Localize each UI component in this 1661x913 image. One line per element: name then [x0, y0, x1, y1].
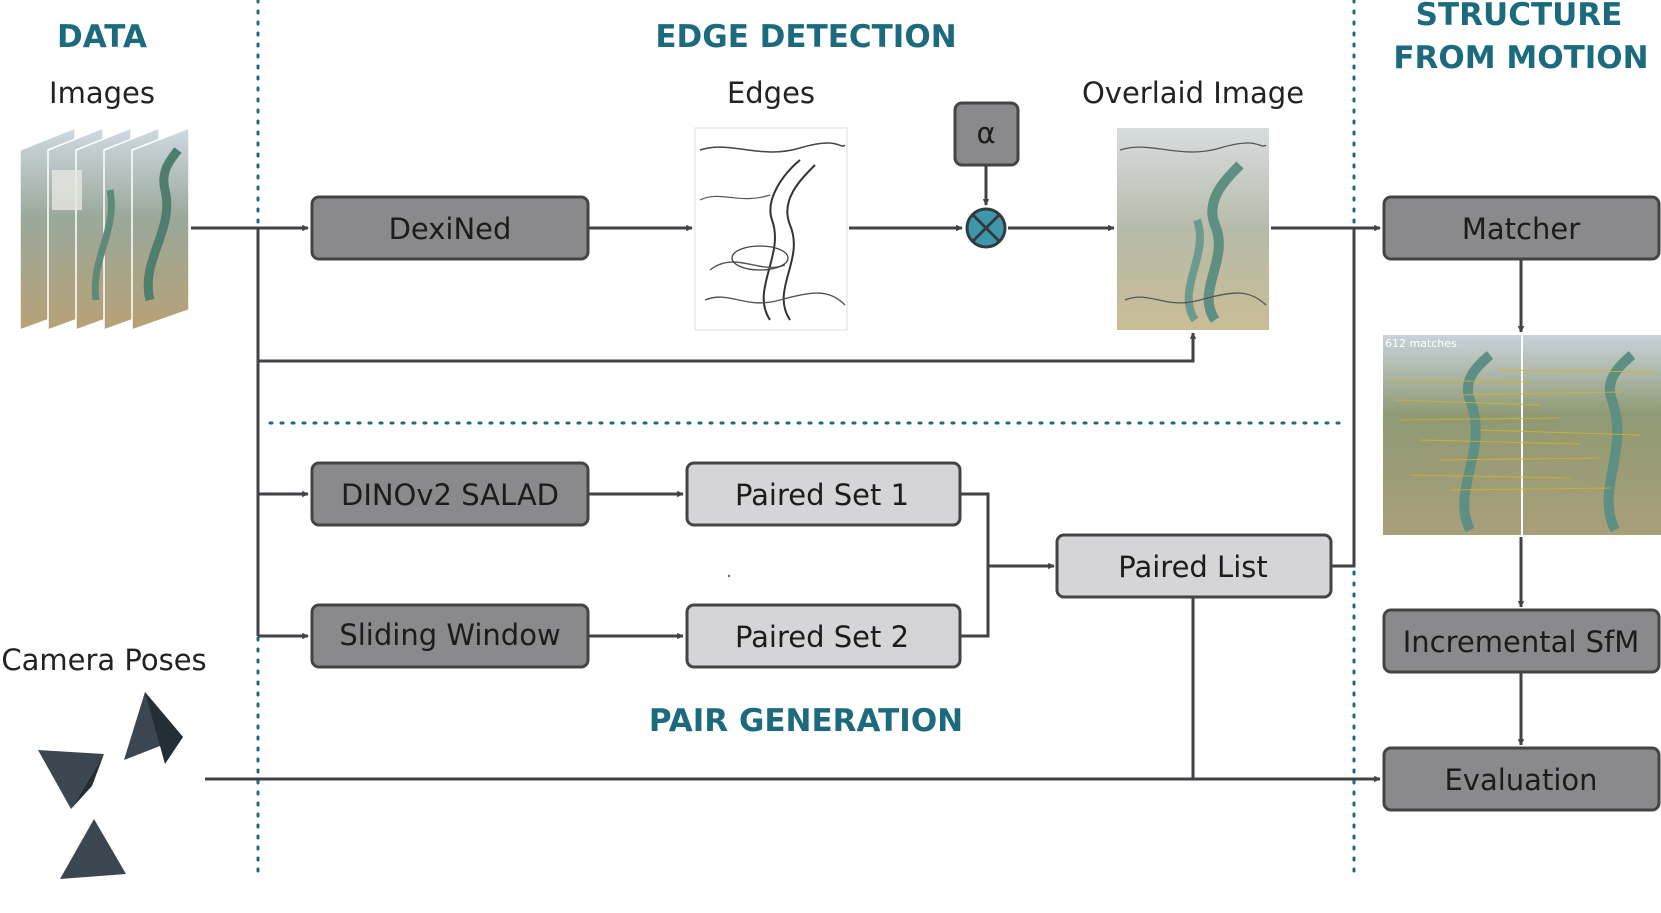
paired-list-label: Paired List — [1118, 550, 1267, 584]
circled-times-icon — [965, 207, 1007, 249]
pyramid-icon — [71, 754, 104, 809]
paired-set-2-label: Paired Set 2 — [735, 620, 909, 654]
section-title-sfm-line1: STRUCTURE — [1416, 0, 1623, 33]
evaluation-box: Evaluation — [1382, 746, 1661, 812]
dexined-label: DexiNed — [389, 212, 512, 246]
stray-dot — [727, 574, 731, 578]
alpha-label: α — [976, 116, 995, 150]
section-title-pair-generation: PAIR GENERATION — [649, 703, 963, 739]
dinov2-salad-label: DINOv2 SALAD — [341, 478, 559, 512]
incremental-sfm-box: Incremental SfM — [1382, 608, 1661, 674]
evaluation-label: Evaluation — [1444, 763, 1597, 797]
edges-image — [694, 127, 848, 331]
section-title-data: DATA — [57, 19, 147, 55]
sliding-window-box: Sliding Window — [310, 603, 590, 669]
label-camera-poses: Camera Poses — [1, 643, 206, 677]
section-title-edge-detection: EDGE DETECTION — [655, 19, 956, 55]
pyramid-icon — [60, 819, 126, 879]
label-overlaid-image: Overlaid Image — [1082, 76, 1304, 110]
pyramid-icon — [94, 819, 126, 874]
pyramid-icon — [145, 692, 183, 764]
paired-list-box: Paired List — [1055, 533, 1333, 599]
matches-caption: 612 matches — [1385, 337, 1457, 350]
label-edges: Edges — [727, 76, 815, 110]
matcher-box: Matcher — [1382, 195, 1661, 261]
pyramid-icon — [124, 692, 183, 760]
dexined-box: DexiNed — [310, 195, 590, 261]
pyramid-icon — [38, 750, 104, 809]
section-title-sfm-line2: FROM MOTION — [1393, 40, 1648, 76]
image-stack — [19, 126, 190, 332]
connections — [191, 162, 1525, 783]
matcher-label: Matcher — [1462, 212, 1580, 246]
dinov2-salad-box: DINOv2 SALAD — [310, 461, 590, 527]
overlaid-image — [1117, 128, 1269, 330]
alpha-box: α — [953, 101, 1020, 167]
paired-set-1-label: Paired Set 1 — [735, 478, 909, 512]
matches-image: 612 matches — [1383, 335, 1661, 535]
paired-set-1-box: Paired Set 1 — [685, 461, 962, 527]
label-images: Images — [49, 76, 155, 110]
camera-pose-icons — [38, 692, 183, 879]
sliding-window-label: Sliding Window — [339, 618, 560, 652]
paired-set-2-box: Paired Set 2 — [685, 603, 962, 669]
incremental-sfm-label: Incremental SfM — [1403, 625, 1640, 659]
